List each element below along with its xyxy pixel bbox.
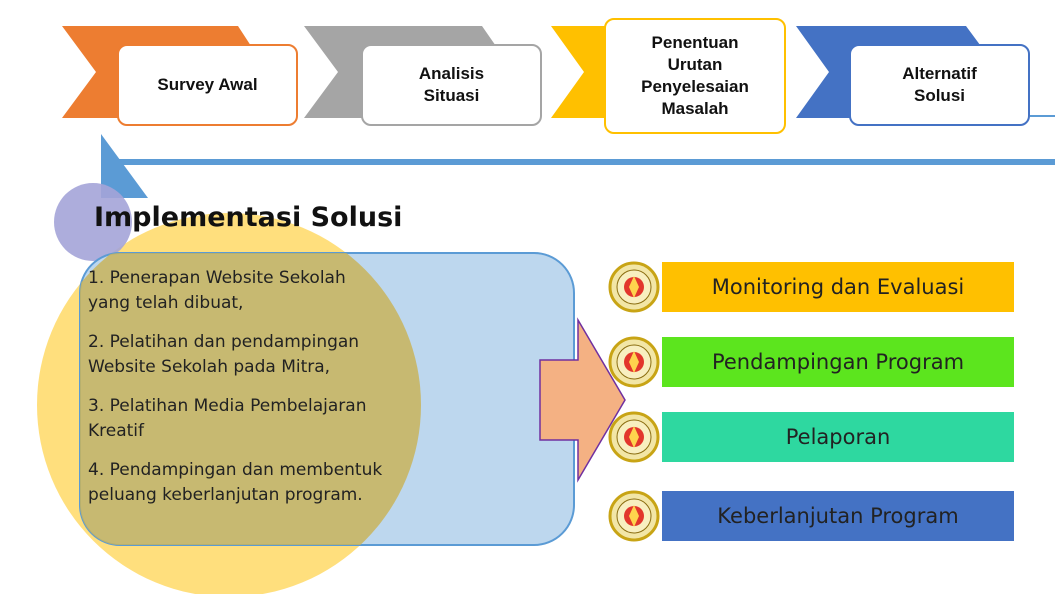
university-seal-icon — [608, 411, 660, 463]
step-box-analisis-situasi: Analisis Situasi — [361, 44, 542, 126]
university-seal-icon — [608, 336, 660, 388]
step-box-alternatif-solusi: Alternatif Solusi — [849, 44, 1030, 126]
step-box-penentuan-urutan: Penentuan Urutan Penyelesaian Masalah — [604, 18, 786, 134]
output-label: Pendampingan Program — [711, 350, 965, 374]
university-seal-icon — [608, 490, 660, 542]
corner-triangle — [101, 134, 148, 198]
step-label: Survey Awal — [157, 75, 258, 94]
step-label: Analisis Situasi — [418, 64, 485, 105]
implementation-list: 1. Penerapan Website Sekolah yang telah … — [88, 266, 488, 522]
olive-panel — [80, 253, 421, 545]
implementation-item: 1. Penerapan Website Sekolah yang telah … — [88, 268, 346, 313]
step-label: Alternatif Solusi — [902, 64, 977, 105]
small-circle — [54, 183, 132, 261]
implementation-title: Implementasi Solusi — [94, 202, 403, 233]
output-bar-pendampingan: Pendampingan Program — [662, 337, 1014, 387]
right-arrow — [539, 317, 626, 483]
step-label: Penentuan Urutan Penyelesaian Masalah — [641, 33, 749, 118]
output-label: Keberlanjutan Program — [717, 504, 959, 528]
implementation-item: 4. Pendampingan dan membentuk peluang ke… — [88, 460, 383, 505]
output-bar-keberlanjutan: Keberlanjutan Program — [662, 491, 1014, 541]
implementation-item: 3. Pelatihan Media Pembelajaran Kreatif — [88, 396, 367, 441]
output-label: Pelaporan — [785, 425, 891, 449]
step-box-survey-awal: Survey Awal — [117, 44, 298, 126]
implementation-item: 2. Pelatihan dan pendampingan Website Se… — [88, 332, 360, 377]
output-bar-monitoring: Monitoring dan Evaluasi — [662, 262, 1014, 312]
university-seal-icon — [608, 261, 660, 313]
output-label: Monitoring dan Evaluasi — [711, 275, 965, 299]
output-bar-pelaporan: Pelaporan — [662, 412, 1014, 462]
